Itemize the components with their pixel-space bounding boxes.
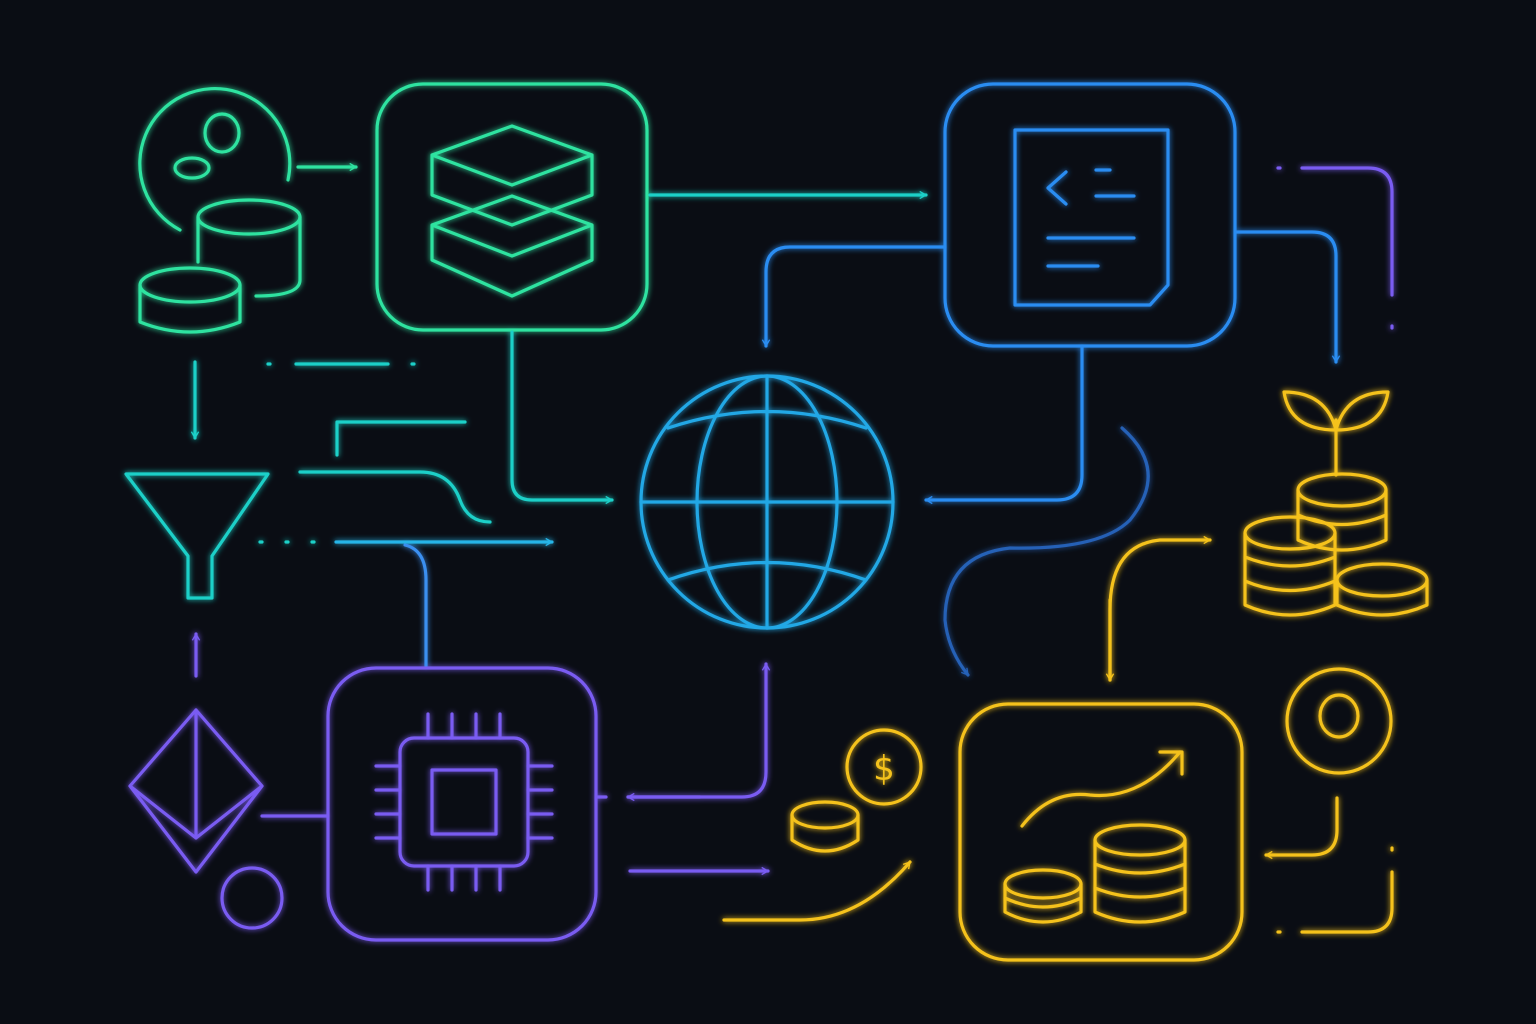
coin-icon [1285, 667, 1393, 775]
cpu-chip-icon [326, 666, 598, 942]
dashed-connector-bottom-right [1276, 846, 1394, 934]
connector-curve-left [298, 470, 492, 524]
ethereum-icon [128, 708, 284, 930]
arrow-code-to-globe [761, 245, 947, 348]
arrow-growth-curve [722, 860, 912, 922]
arrow-code-down-to-globe [924, 344, 1084, 505]
database-icon [138, 86, 302, 334]
curved-connector-globe-to-growth [943, 426, 1150, 677]
arrow-cpu-to-globe [596, 664, 766, 799]
arrow-bidirectional-growth-plant [1108, 535, 1212, 682]
connector-line-left [335, 420, 467, 457]
arrow-code-to-plant [1235, 230, 1341, 364]
layers-icon [375, 82, 649, 332]
arrow-layers-to-globe [510, 330, 614, 505]
arrow-coin-to-growth [1264, 796, 1339, 860]
connector-to-cpu [403, 543, 428, 668]
dollar-coin-icon: $ [790, 728, 923, 853]
growth-chart-coins-icon [958, 702, 1244, 962]
dashed-connector-top-right [1276, 166, 1394, 330]
globe-icon [639, 374, 895, 630]
funnel-icon [124, 472, 270, 600]
plant-coins-icon [1243, 390, 1429, 617]
code-document-icon [943, 82, 1237, 348]
dollar-symbol: $ [873, 749, 895, 789]
